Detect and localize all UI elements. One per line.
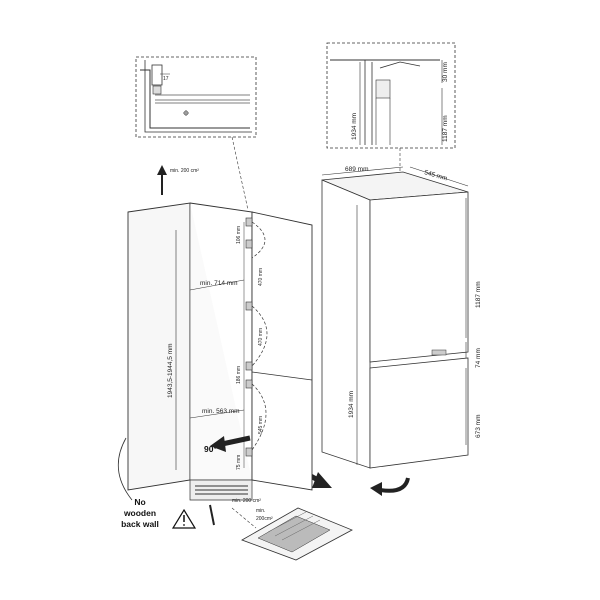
warning-line-1: No [134, 497, 145, 507]
fridge-total-height: 1934 mm [348, 391, 355, 418]
niche-height: 1943,5-1944,5 mm [167, 343, 174, 398]
fridge-upper-door: 1187 mm [475, 281, 482, 308]
hinge-spacing-6: 75 mm [236, 455, 242, 470]
hinge-detail-label: 17 [163, 76, 169, 82]
top-total-1934: 1934 mm [351, 113, 358, 140]
hinge-detail-callout: 17 [135, 56, 257, 138]
niche-min-depth: min. 563 mm [202, 408, 240, 415]
hinge-spacing-2: 470 mm [258, 268, 264, 286]
vent-grille-line2: 200cm² [256, 516, 273, 522]
warning-no-wooden-back-wall: No wooden back wall [121, 497, 197, 529]
warning-line-2: wooden [123, 508, 156, 518]
top-upper-1187: 1187 mm [442, 115, 449, 142]
hinge-spacing-5: 545 mm [258, 416, 264, 434]
fridge-gap: 74 mm [475, 348, 482, 368]
warning-triangle-icon [171, 508, 197, 529]
niche-min-width: min. 714 mm [200, 280, 238, 287]
vent-grille-line1: min. [256, 508, 265, 514]
warning-line-3: back wall [121, 519, 159, 529]
hinge-spacing-1: 106 mm [236, 226, 242, 244]
angle-label: 90° [204, 444, 217, 454]
vent-bottom: min. 200 cm² [232, 498, 261, 504]
hinge-spacing-3: 470 mm [258, 328, 264, 346]
fridge-width: 689 mm [345, 166, 368, 173]
vent-grille-panel: min. 200cm² [231, 507, 353, 561]
hinge-spacing-4: 186 mm [236, 366, 242, 384]
fridge-appliance: 689 mm 545 mm 1934 mm 1187 mm 74 mm 673 … [321, 166, 482, 496]
niche-cabinet: 106 mm 470 mm 470 mm 186 mm 545 mm 75 mm… [117, 165, 313, 526]
top-gap-callout: 30 mm 1934 mm 1187 mm [326, 42, 456, 149]
vent-top: min. 200 cm² [170, 168, 199, 174]
fridge-lower-door: 673 mm [475, 415, 482, 438]
top-gap-30: 30 mm [442, 62, 449, 82]
